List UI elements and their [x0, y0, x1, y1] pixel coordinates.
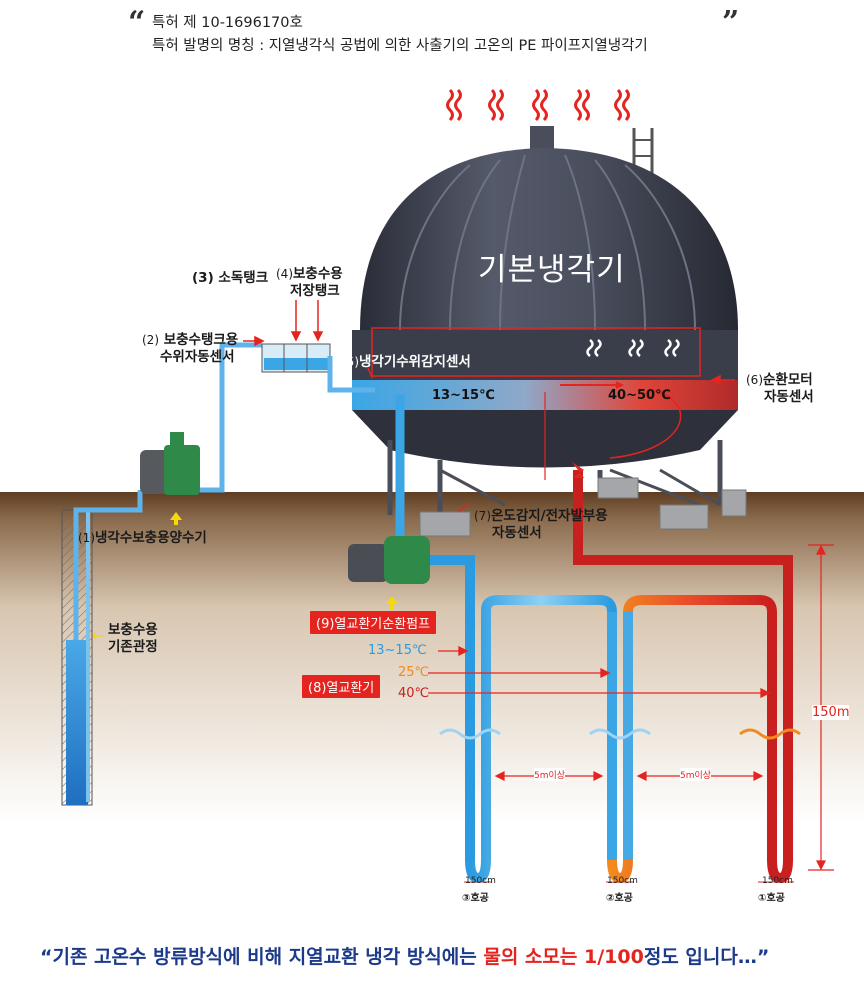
width-label-3: 150cm: [465, 876, 496, 886]
label-makeup-pump: (1)냉각수보충용양수기: [78, 530, 207, 547]
label-circ-pump-9: (9)열교환기순환펌프: [310, 611, 437, 634]
label-line2: 수위자동센서: [160, 349, 235, 365]
label-arrows: [243, 300, 735, 386]
label-line2: 기존관정: [108, 639, 158, 655]
temp-warm: 25℃: [398, 665, 430, 680]
depth-label: 150m: [812, 705, 850, 720]
label-line2: 자동센서: [764, 389, 814, 405]
footer-highlight: 물의 소모는 1/100: [483, 946, 644, 968]
circulation-pump-icon: [348, 536, 430, 584]
pump-outlet-pipe: [430, 555, 475, 862]
arrow-up-icon-2: [386, 596, 398, 604]
hole-label-1: ①호공: [758, 893, 785, 904]
arrow-left-icon: ←: [92, 628, 104, 644]
label-storage-tank: (4)보충수용 저장탱크: [276, 266, 343, 300]
label-line1: 보충수용: [293, 266, 343, 282]
label-number: (1): [78, 531, 95, 545]
break-marks: [439, 728, 801, 740]
label-line1: 온도감지/전자발부용: [491, 508, 608, 524]
label-number: (5): [342, 355, 359, 369]
label-number: (4): [276, 267, 293, 281]
label-number: (7): [474, 509, 491, 523]
label-number: (2): [142, 333, 159, 347]
tanks: [261, 343, 375, 393]
footer-part2: 정도 입니다…”: [643, 946, 770, 968]
hole-label-2: ②호공: [606, 893, 633, 904]
label-existing-well: 보충수용 기존관정: [108, 622, 158, 656]
patent-title: 특허 발명의 명칭 : 지열냉각식 공법에 의한 사출기의 고온의 PE 파이프…: [152, 38, 648, 54]
ground: [0, 492, 864, 822]
label-line2: 저장탱크: [290, 283, 340, 299]
return-curve: [609, 389, 682, 459]
label-line1: 보충수용: [108, 622, 158, 638]
label-disinfect-tank: (3) 소독탱크: [192, 270, 269, 286]
label-number: (6): [746, 373, 763, 387]
quote-open-icon: “: [128, 5, 146, 40]
cooling-tower: [352, 126, 747, 537]
label-temp-sensor-7: (7)온도감지/전자발부용 자동센서: [474, 508, 608, 542]
tower-title: 기본냉각기: [478, 252, 626, 288]
patent-number: 특허 제 10-1696170호: [152, 15, 303, 31]
supply-pipe-2: [200, 342, 262, 493]
valve-icon: [572, 462, 584, 478]
temp-pointers: [428, 645, 771, 699]
hole-label-3: ③호공: [462, 893, 489, 904]
spacing-label-1: 5m이상: [534, 768, 566, 781]
loop-hole-1: [573, 470, 793, 884]
width-label-2: 150cm: [607, 876, 638, 886]
temp-hot: 40℃: [398, 686, 430, 701]
tower-temp-cool: 13~15℃: [432, 388, 495, 403]
makeup-pump-icon: [140, 432, 200, 495]
tower-temp-hot: 40~50℃: [608, 388, 671, 403]
heat-wave-icon: [446, 88, 630, 122]
label-line1: 순환모터: [763, 372, 813, 388]
label-heat-exchanger-8: (8)열교환기: [302, 675, 381, 698]
supply-pipe: [73, 490, 143, 640]
label-text: 냉각수보충용양수기: [95, 530, 207, 546]
label-line2: 자동센서: [492, 525, 542, 541]
spacing-label-2: 5m이상: [680, 768, 712, 781]
loop-hole-3: [465, 595, 617, 884]
label-circ-sensor-6: (6)순환모터 자동센서: [746, 372, 814, 406]
arrow-head-icon: [616, 381, 624, 389]
temp-cold: 13~15℃: [368, 643, 427, 658]
arrow-up-icon: [170, 512, 182, 520]
label-text: 냉각기수위감지센서: [359, 354, 471, 370]
footer-note: “기존 고온수 방류방식에 비해 지열교환 냉각 방식에는 물의 소모는 1/1…: [40, 942, 830, 969]
width-label-1: 150cm: [762, 876, 793, 886]
label-level-sensor-5: (5)냉각기수위감지센서: [342, 354, 471, 371]
quote-close-icon: ”: [722, 5, 740, 40]
label-level-sensor-2: (2) 보충수탱크용 수위자동센서: [142, 332, 238, 366]
label-line1: 보충수탱크용: [163, 332, 239, 348]
footer-part1: “기존 고온수 방류방식에 비해 지열교환 냉각 방식에는: [40, 946, 484, 968]
